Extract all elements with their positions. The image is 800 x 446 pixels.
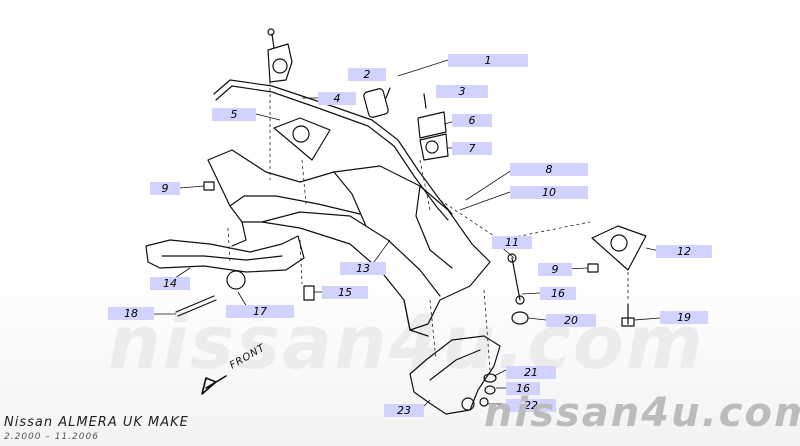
subframe: [207, 149, 491, 331]
front-arrow: [201, 375, 227, 395]
bracket-right: [417, 111, 447, 139]
callout-label: 21: [506, 366, 556, 379]
callout-label: 8: [510, 163, 588, 176]
bolt-18: [175, 295, 215, 313]
link-11: [511, 257, 521, 301]
callout-label: 1: [448, 54, 528, 67]
stabilizer-bar: [213, 79, 453, 215]
plate-5: [273, 117, 331, 161]
callout-label: 20: [546, 314, 596, 327]
footer-title: Nissan ALMERA UK MAKE: [4, 415, 189, 430]
callout-label: 16: [506, 382, 540, 395]
callout-label: 9: [150, 182, 180, 195]
callout-label: 18: [108, 307, 154, 320]
lower-arm-23: [409, 335, 501, 415]
callout-label: 9: [538, 263, 572, 276]
plate-12: [591, 225, 647, 271]
callout-label: 19: [660, 311, 708, 324]
callout-label: 17: [226, 305, 294, 318]
callout-label: 7: [452, 142, 492, 155]
callout-label: 13: [340, 262, 386, 275]
callout-label: 14: [150, 277, 190, 290]
callout-label: 16: [540, 287, 576, 300]
callout-label: 2: [348, 68, 386, 81]
callout-label: 11: [492, 236, 532, 249]
callout-label: 6: [452, 114, 492, 127]
callout-label: 3: [436, 85, 488, 98]
lower-arm-14: [145, 235, 305, 273]
bush-2: [363, 88, 389, 118]
callout-label: 5: [212, 108, 256, 121]
callout-label: 23: [384, 404, 424, 417]
watermark: nissan4u.com: [108, 300, 705, 386]
bracket-left: [267, 43, 293, 83]
callout-label: 10: [510, 186, 588, 199]
callout-label: 4: [318, 92, 356, 105]
footer-brand: nissan4u.com: [484, 390, 800, 436]
callout-label: 22: [506, 399, 556, 412]
footer-dates: 2.2000 – 11.2006: [4, 432, 99, 442]
callout-label: 12: [656, 245, 712, 258]
callout-label: 15: [322, 286, 368, 299]
